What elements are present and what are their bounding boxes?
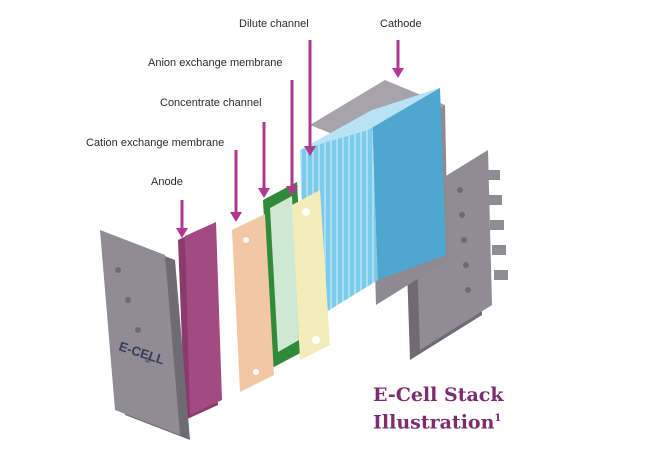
caption: E-Cell Stack Illustration1 (373, 383, 504, 434)
caption-line-1: E-Cell Stack (373, 384, 504, 406)
caption-line-2: Illustration1 (373, 407, 504, 434)
dilute-channel-label: Dilute channel (239, 18, 309, 30)
concentrate-channel-label: Concentrate channel (160, 97, 262, 109)
anode-plate (178, 222, 222, 420)
blue-membrane-stack (300, 88, 446, 325)
anion-membrane-label: Anion exchange membrane (148, 57, 283, 69)
dilute-arrow (304, 40, 316, 156)
cation-membrane-label: Cation exchange membrane (86, 137, 225, 149)
cathode-arrow (392, 40, 404, 78)
concentrate-spacer (232, 214, 274, 392)
anode-arrow (176, 200, 188, 238)
anode-label: Anode (151, 176, 183, 188)
caption-line-2-text: Illustration (373, 411, 495, 434)
dilute-spacer (292, 190, 330, 360)
arrows (176, 40, 404, 238)
concentrate-arrow (258, 122, 270, 198)
anode-end-plate (100, 230, 190, 440)
anion-arrow (286, 80, 298, 196)
caption-footnote: 1 (494, 413, 502, 424)
cation-arrow (230, 150, 242, 222)
cathode-label: Cathode (380, 18, 422, 30)
